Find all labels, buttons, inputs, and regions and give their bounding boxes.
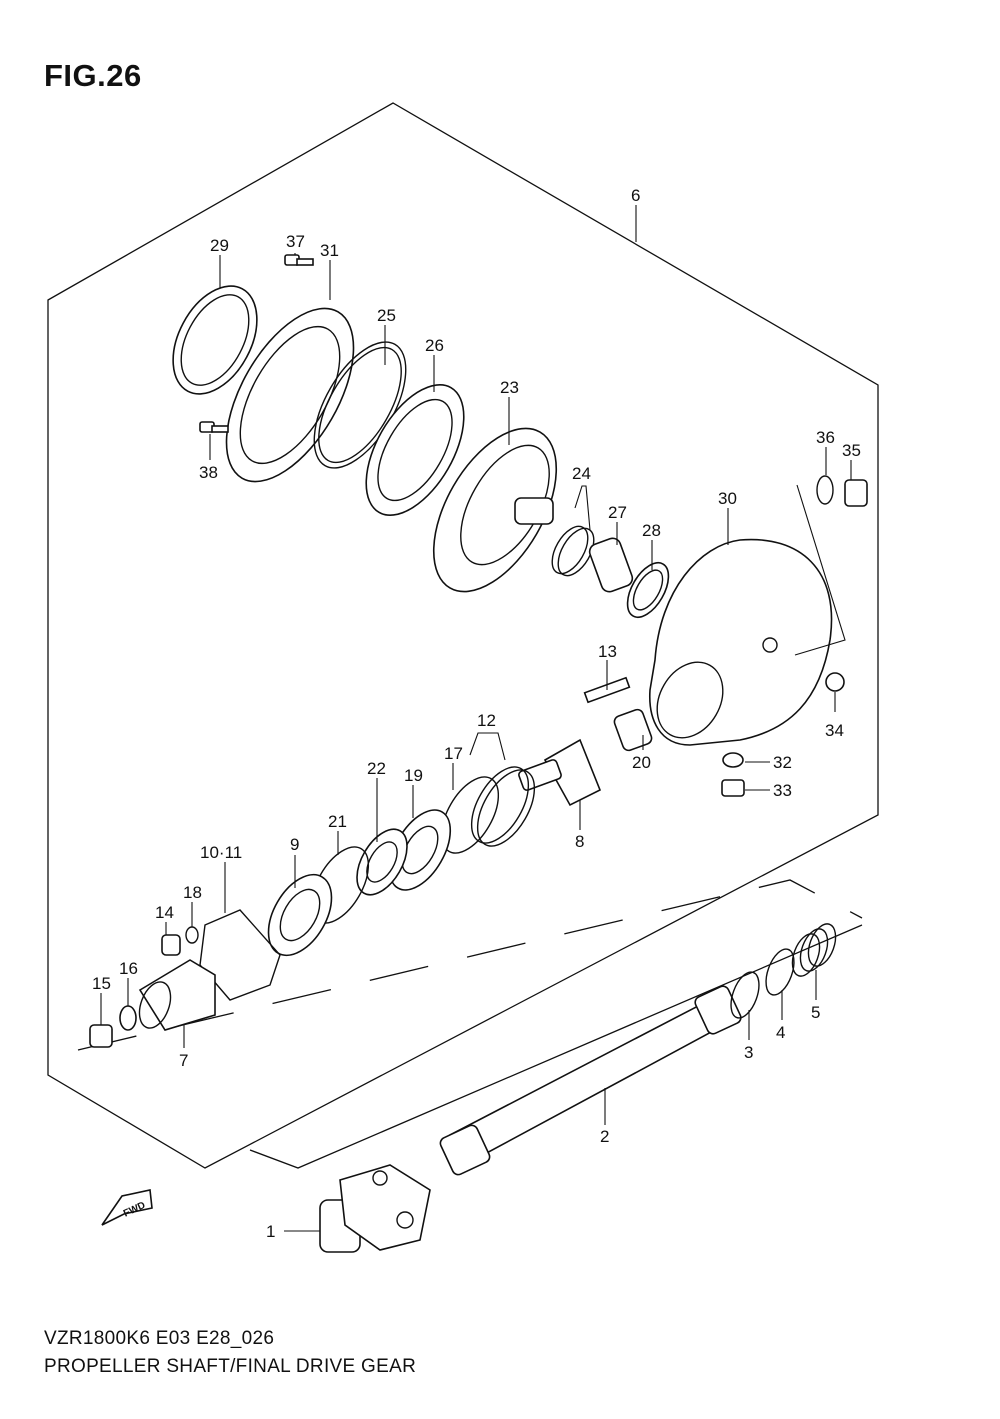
callout-30: 30: [718, 489, 737, 508]
callout-4: 4: [776, 1023, 785, 1042]
callout-18: 18: [183, 883, 202, 902]
propeller-shaft-boundary-top: [77, 879, 863, 1051]
callout-32: 32: [773, 753, 792, 772]
callout-19: 19: [404, 766, 423, 785]
oil-seal-29: [172, 285, 258, 395]
spring-5: [791, 923, 837, 977]
washer-18: [185, 926, 199, 944]
callout-22: 22: [367, 759, 386, 778]
callout-34: 34: [825, 721, 844, 740]
ring-gear-23: [432, 427, 558, 593]
callout-14: 14: [155, 903, 174, 922]
oil-seal-28: [626, 562, 670, 618]
nut-15: [89, 1024, 113, 1048]
bearing-19: [388, 809, 452, 891]
forward-arrow-icon: FWD: [101, 1189, 153, 1226]
callout-1: 1: [266, 1222, 275, 1241]
callout-12: 12: [477, 711, 496, 730]
gear-case-30: [649, 538, 833, 746]
callout-7: 7: [179, 1051, 188, 1070]
drive-bevel-gear-8: [518, 738, 602, 807]
propeller-shaft-boundary: [249, 924, 863, 1169]
bearing-26: [365, 384, 465, 516]
assembly-6-boundary: [47, 102, 879, 1169]
circlip-4: [765, 948, 795, 996]
callout-16: 16: [119, 959, 138, 978]
callout-17: 17: [444, 744, 463, 763]
plug-35-leader: [794, 484, 846, 656]
leader-lines: [100, 205, 852, 1232]
callout-10-11: 10·11: [200, 843, 242, 862]
washer-16: [119, 1005, 137, 1031]
callout-27: 27: [608, 503, 627, 522]
callout-35: 35: [842, 441, 861, 460]
callout-33: 33: [773, 781, 792, 800]
shim-17: [440, 776, 500, 854]
o-ring-3: [730, 971, 760, 1019]
plug-34: [825, 672, 845, 692]
gasket-10-11: [199, 909, 281, 1001]
callout-15: 15: [92, 974, 111, 993]
callout-6: 6: [631, 186, 640, 205]
bolt-14: [161, 934, 181, 956]
callout-5: 5: [811, 1003, 820, 1022]
callout-29: 29: [210, 236, 229, 255]
callout-labels: 1 2 3 4 5 6 7 8 9 10·11 12 13 14 15 16 1…: [92, 186, 861, 1241]
callout-36: 36: [816, 428, 835, 447]
shim-24: [551, 525, 595, 577]
callout-23: 23: [500, 378, 519, 397]
callout-26: 26: [425, 336, 444, 355]
callout-2: 2: [600, 1127, 609, 1146]
callout-20: 20: [632, 753, 651, 772]
callout-9: 9: [290, 835, 299, 854]
callout-3: 3: [744, 1043, 753, 1062]
universal-joint-1: [319, 1164, 431, 1253]
plug-33: [721, 779, 745, 797]
propeller-shaft-2: [439, 985, 742, 1176]
callout-24: 24: [572, 464, 591, 483]
bolt-37: [284, 254, 314, 266]
plug-35: [844, 479, 868, 507]
shim-12: [470, 766, 536, 847]
bearing-27: [588, 537, 634, 593]
figure-title: FIG.26: [44, 58, 142, 93]
callout-21: 21: [328, 812, 347, 831]
gasket-32: [722, 752, 744, 768]
bolt-38: [199, 421, 229, 433]
callout-25: 25: [377, 306, 396, 325]
callout-13: 13: [598, 642, 617, 661]
bearing-case-31: [225, 307, 355, 483]
bearing-20: [613, 708, 653, 752]
nut-9: [267, 873, 333, 957]
callout-38: 38: [199, 463, 218, 482]
callout-31: 31: [320, 241, 339, 260]
callout-28: 28: [642, 521, 661, 540]
coupling-7: [138, 959, 216, 1031]
diagram-title: PROPELLER SHAFT/FINAL DRIVE GEAR: [44, 1356, 417, 1377]
callout-37: 37: [286, 232, 305, 251]
callout-8: 8: [575, 832, 584, 851]
model-code: VZR1800K6 E03 E28_026: [44, 1328, 275, 1349]
o-ring-36: [816, 475, 834, 505]
